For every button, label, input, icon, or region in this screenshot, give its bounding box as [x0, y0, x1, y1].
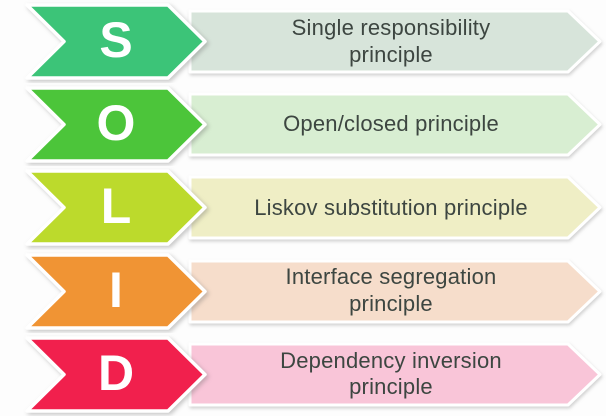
row-liskov-substitution: L Liskov substitution principle	[0, 166, 606, 249]
principle-letter-o: O	[96, 95, 136, 152]
arrow-shape	[25, 169, 207, 247]
principle-letter-s: S	[99, 12, 133, 69]
row-shapes	[25, 335, 602, 413]
row-interface-segregation: I Interface segregation principle	[0, 250, 606, 333]
principle-letter-l: L	[100, 178, 132, 235]
row-open-closed: O Open/closed principle	[0, 83, 606, 166]
principle-label: Dependency inversion principle	[280, 347, 502, 400]
principle-label: Interface segregation principle	[285, 264, 497, 317]
band-shape	[188, 259, 602, 324]
arrow-shape	[25, 252, 207, 330]
row-shapes	[25, 169, 602, 247]
band-shape	[188, 342, 602, 407]
principle-label: Single responsibility principle	[291, 14, 491, 67]
row-shapes	[25, 252, 602, 330]
band-shape	[188, 92, 602, 157]
arrow-shape	[25, 86, 207, 163]
band-shape	[188, 9, 602, 74]
row-single-responsibility: S Single responsibility principle	[0, 0, 606, 83]
principle-label: Liskov substitution principle	[254, 194, 528, 220]
row-shapes	[25, 3, 602, 80]
band-shape	[188, 175, 602, 240]
row-shapes	[25, 86, 602, 163]
principle-letter-d: D	[97, 344, 135, 401]
arrow-shape	[25, 335, 207, 413]
principle-letter-i: I	[109, 261, 123, 318]
principle-label: Open/closed principle	[283, 111, 499, 137]
arrow-shape	[25, 3, 207, 80]
row-dependency-inversion: D Dependency inversion principle	[0, 333, 606, 416]
